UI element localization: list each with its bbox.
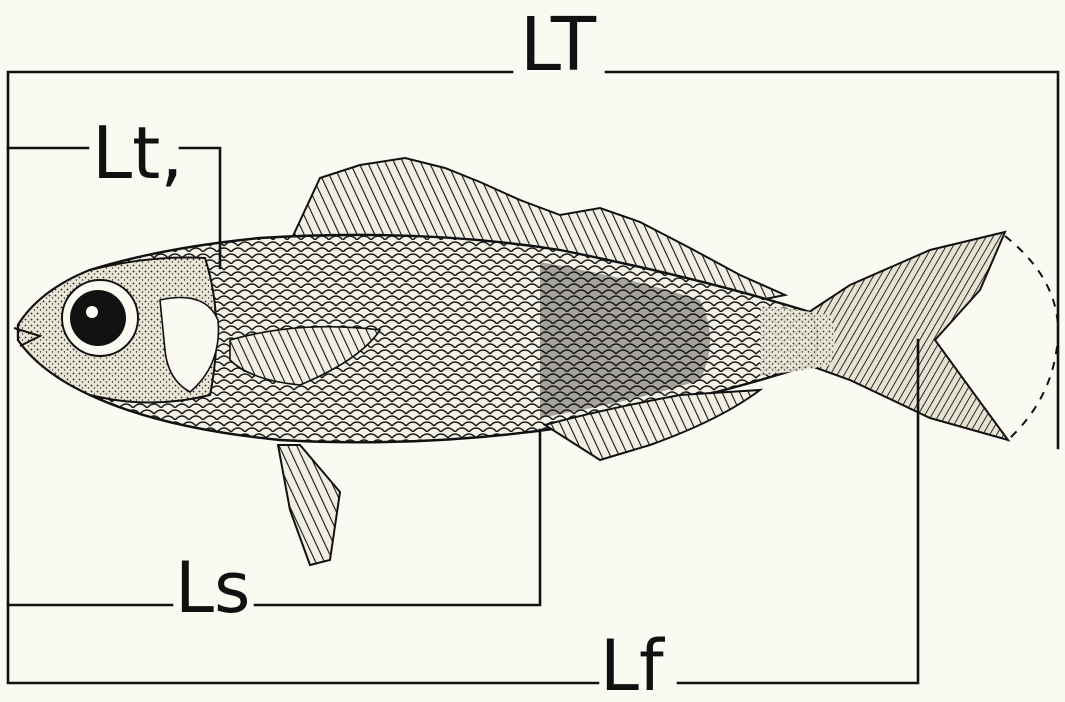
total-length-label: LT bbox=[520, 2, 597, 88]
standard-length-bracket bbox=[8, 430, 540, 605]
fork-length-label: Lf bbox=[600, 625, 665, 702]
pelvic-fin bbox=[278, 445, 340, 565]
tail-outline-dashed bbox=[1005, 236, 1058, 438]
standard-length-label: Ls bbox=[175, 547, 250, 629]
fish-drawing bbox=[14, 158, 1058, 565]
head-length-label: Lt, bbox=[92, 111, 183, 195]
fish-eye bbox=[70, 290, 126, 346]
